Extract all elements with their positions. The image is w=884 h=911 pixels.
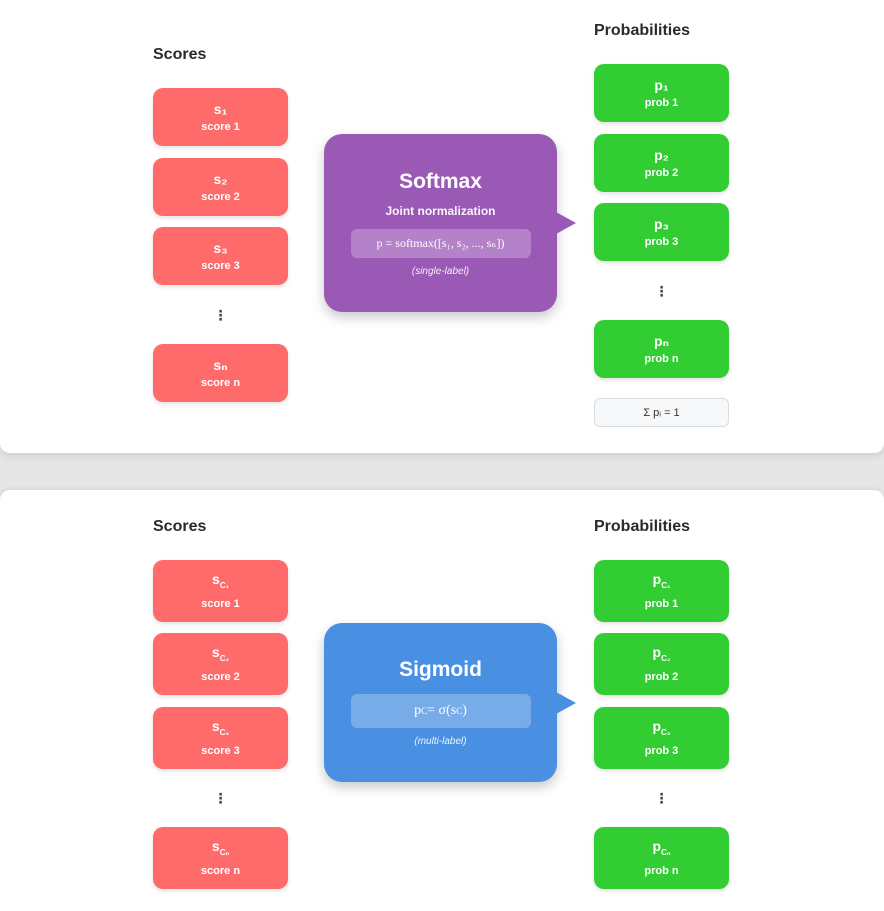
probabilities-title: Probabilities	[594, 22, 691, 39]
scores-title: Scores	[153, 518, 207, 535]
prob-symbol: pC₃	[652, 718, 671, 737]
prob-symbol: pₙ	[654, 332, 669, 349]
scores-title: Scores	[153, 46, 207, 63]
prob-symbol: p₁	[654, 76, 669, 93]
prob-symbol: p₃	[653, 215, 670, 232]
score-symbol: s₃	[213, 239, 228, 256]
score-label: score n	[200, 864, 241, 877]
prob-symbol: p₂	[654, 146, 669, 163]
prob-label: prob n	[644, 864, 679, 877]
score-box-c3: sC₃ score 3	[153, 707, 288, 769]
prob-box-c3: pC₃ prob 3	[594, 707, 729, 769]
function-formula: p = softmax([s₁, s₂, ..., sₙ])	[350, 228, 531, 258]
function-name: Sigmoid	[399, 658, 482, 681]
score-box-3: s₃ score 3	[153, 227, 288, 285]
prob-label: prob 2	[644, 166, 679, 179]
softmax-panel: Scores Probabilities s₁ score 1 s₂ score…	[0, 0, 884, 453]
function-subtitle: Joint normalization	[385, 203, 496, 218]
score-symbol: sC₂	[211, 644, 230, 663]
function-note: (single-label)	[411, 265, 470, 277]
probabilities-title: Probabilities	[594, 518, 691, 535]
prob-box-1: p₁ prob 1	[594, 64, 729, 122]
prob-label: prob 1	[644, 597, 679, 610]
score-label: score n	[200, 376, 241, 389]
score-box-2: s₂ score 2	[153, 158, 288, 216]
score-symbol: s₁	[213, 100, 228, 117]
score-ellipsis: ⋮	[213, 307, 228, 323]
prob-ellipsis: ⋮	[654, 790, 669, 806]
prob-ellipsis: ⋮	[654, 283, 669, 299]
function-name: Softmax	[399, 169, 482, 193]
prob-box-c2: pC₂ prob 2	[594, 633, 729, 695]
softmax-function-box: Softmax Joint normalization p = softmax(…	[324, 134, 576, 312]
prob-label: prob 1	[644, 96, 679, 109]
prob-box-3: p₃ prob 3	[594, 203, 729, 261]
score-box-c1: sC₁ score 1	[153, 560, 288, 622]
prob-symbol: pCₙ	[652, 838, 671, 857]
prob-symbol: pC₂	[652, 644, 671, 663]
score-label: score 2	[201, 670, 240, 683]
prob-label: prob 3	[644, 235, 679, 248]
score-box-n: sₙ score n	[153, 344, 288, 402]
prob-box-n: pₙ prob n	[594, 320, 729, 378]
score-box-c2: sC₂ score 2	[153, 633, 288, 695]
score-symbol: s₂	[213, 170, 228, 187]
score-ellipsis: ⋮	[213, 790, 228, 806]
score-symbol: sₙ	[213, 356, 228, 373]
score-symbol: sCₙ	[211, 838, 230, 857]
score-symbol: sC₁	[212, 571, 229, 590]
score-box-1: s₁ score 1	[153, 88, 288, 146]
prob-box-2: p₂ prob 2	[594, 134, 729, 192]
prob-box-cn: pCₙ prob n	[594, 827, 729, 889]
function-note: (multi-label)	[414, 736, 467, 747]
prob-label: prob 2	[644, 670, 679, 683]
score-box-cn: sCₙ score n	[153, 827, 288, 889]
score-label: score 2	[201, 190, 240, 203]
score-label: score 1	[201, 597, 240, 610]
score-label: score 3	[201, 259, 240, 272]
score-label: score 3	[201, 744, 240, 757]
score-label: score 1	[201, 120, 240, 133]
prob-label: prob n	[644, 352, 679, 365]
prob-label: prob 3	[644, 744, 679, 757]
prob-box-c1: pC₁ prob 1	[594, 560, 729, 622]
sum-constraint: Σ pᵢ = 1	[594, 398, 729, 427]
prob-symbol: pC₁	[652, 571, 671, 590]
score-symbol: sC₃	[211, 718, 230, 737]
